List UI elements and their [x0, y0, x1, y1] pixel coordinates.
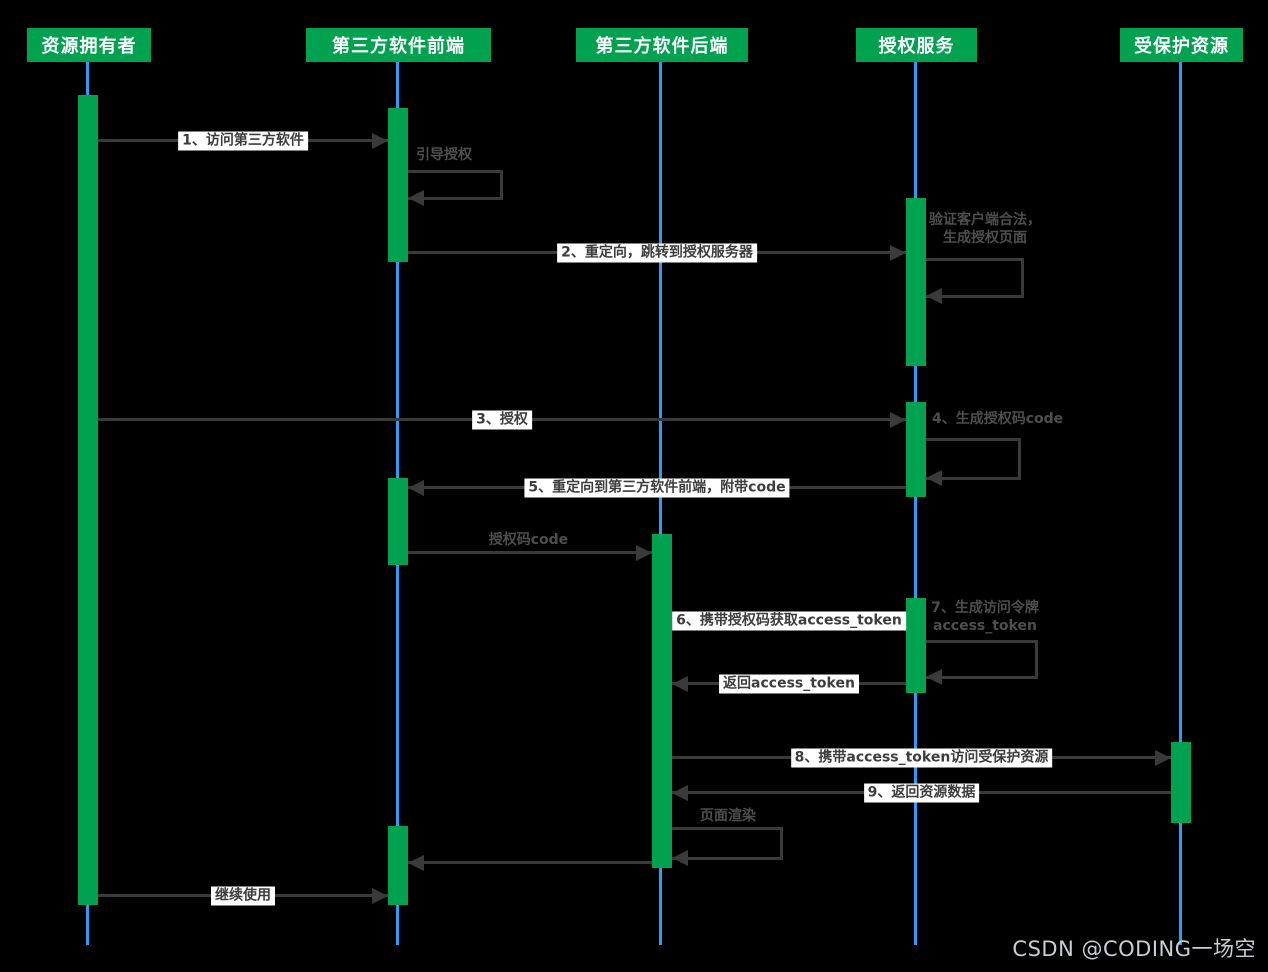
actor-backend: 第三方软件后端	[576, 28, 748, 62]
message-2-label: 2、重定向，跳转到授权服务器	[557, 243, 757, 263]
arrowhead-left-icon	[408, 190, 424, 206]
arrowhead-left-icon	[408, 480, 424, 496]
self-message-render-page-loop	[672, 827, 783, 866]
message-5-label: 5、重定向到第三方软件前端，附带code	[524, 478, 790, 498]
self-message-gen-token-label: 7、生成访问令牌 access_token	[931, 600, 1039, 634]
arrowhead-right-icon	[636, 545, 652, 561]
activation-protected-1	[1171, 742, 1191, 823]
message-auth-code-label: 授权码code	[488, 532, 569, 548]
actor-auth-service: 授权服务	[856, 28, 977, 62]
self-message-gen-code-label: 4、生成授权码code	[932, 411, 1064, 427]
actor-label: 第三方软件前端	[332, 36, 465, 57]
message-6-label: 6、携带授权码获取access_token	[672, 611, 906, 631]
arrowhead-right-icon	[1155, 750, 1171, 766]
csdn-watermark: CSDN @CODING一场空	[1012, 937, 1256, 961]
message-8-label: 8、携带access_token访问受保护资源	[790, 748, 1053, 768]
arrow-line	[408, 551, 652, 554]
message-9-label: 9、返回资源数据	[863, 783, 980, 803]
activation-auth-2	[906, 402, 926, 497]
message-return-token-label: 返回access_token	[719, 674, 859, 694]
activation-frontend-1	[388, 108, 408, 262]
activation-auth-3	[906, 598, 926, 693]
self-message-verify-client-loop	[926, 258, 1024, 304]
arrowhead-left-icon	[926, 669, 942, 685]
actor-protected-resource: 受保护资源	[1120, 28, 1243, 62]
lifeline-protected-resource	[1179, 62, 1182, 945]
arrowhead-left-icon	[926, 470, 942, 486]
arrowhead-right-icon	[890, 245, 906, 261]
self-message-verify-client-label: 验证客户端合法， 生成授权页面	[929, 212, 1041, 246]
activation-resource-owner	[78, 95, 98, 905]
arrowhead-left-icon	[672, 785, 688, 801]
actor-label: 授权服务	[878, 36, 955, 57]
arrowhead-right-icon	[372, 888, 388, 904]
self-message-guide-auth-label: 引导授权	[416, 147, 472, 163]
self-message-gen-token-loop	[926, 640, 1038, 685]
arrowhead-right-icon	[372, 133, 388, 149]
lifeline-auth-service	[914, 62, 917, 945]
actor-resource-owner: 资源拥有者	[27, 28, 151, 62]
activation-auth-1	[906, 198, 926, 366]
self-message-render-page-label: 页面渲染	[700, 808, 756, 824]
actor-label: 受保护资源	[1134, 36, 1229, 57]
activation-frontend-2	[388, 478, 408, 565]
activation-backend-1	[652, 534, 672, 868]
message-1-label: 1、访问第三方软件	[178, 131, 308, 151]
arrowhead-right-icon	[890, 412, 906, 428]
arrowhead-left-icon	[926, 288, 942, 304]
self-message-gen-code-loop	[926, 438, 1021, 486]
self-message-guide-auth-loop	[408, 170, 503, 206]
message-3-label: 3、授权	[472, 410, 532, 430]
message-continue-use-label: 继续使用	[211, 886, 275, 906]
arrowhead-left-icon	[672, 850, 688, 866]
arrowhead-left-icon	[672, 676, 688, 692]
actor-label: 第三方软件后端	[595, 36, 729, 57]
actor-frontend: 第三方软件前端	[306, 28, 491, 62]
actor-label: 资源拥有者	[41, 36, 137, 57]
arrow-line	[408, 861, 652, 864]
arrowhead-left-icon	[408, 855, 424, 871]
lifeline-backend	[659, 62, 662, 945]
activation-frontend-3	[388, 826, 408, 905]
